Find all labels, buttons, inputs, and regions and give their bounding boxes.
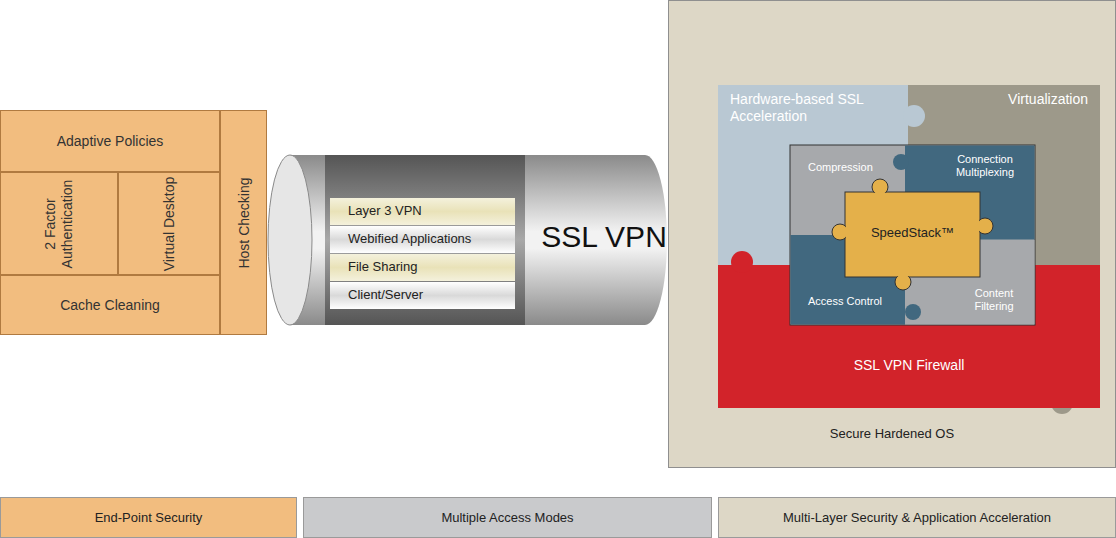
node-label: Layer 3 VPN <box>348 203 513 219</box>
node-label: Connection Multiplexing <box>935 153 1035 179</box>
puzzle-knob <box>977 218 993 234</box>
node-label: Hardware-based SSL Acceleration <box>730 91 880 125</box>
puzzle-knob <box>832 224 848 240</box>
os-panel <box>669 1 1116 468</box>
auth-box: 2 Factor Authentication <box>0 172 118 275</box>
node-label: Compression <box>808 161 898 174</box>
legend-label: End-Point Security <box>95 510 203 525</box>
node-label: SSL VPN <box>540 219 668 255</box>
filtering-piece: Content Filtering <box>905 235 1035 325</box>
node-label: Access Control <box>808 295 898 308</box>
node-label: Cache Cleaning <box>1 297 219 314</box>
access-mode-band: Client/Server <box>330 282 515 309</box>
node-label: SSL VPN Firewall <box>718 357 1100 374</box>
vpn-tunnel: SSL VPN Layer 3 VPN Webified ApplicationsF… <box>268 155 668 325</box>
node-label: File Sharing <box>348 259 513 275</box>
inner-panel <box>790 145 1035 325</box>
firewall-piece <box>718 265 1100 408</box>
puzzle-knob <box>895 274 911 290</box>
host-check-box: Host Checking <box>220 110 267 335</box>
firewall-piece: SSL VPN Firewall <box>718 265 1100 408</box>
node-label: SpeedStack™ <box>845 225 980 241</box>
cache-box: Cache Cleaning <box>0 275 220 335</box>
node-label: Adaptive Policies <box>1 133 219 150</box>
node-label: Host Checking <box>235 114 252 331</box>
access-control-piece: Access Control <box>790 235 905 325</box>
access-mode-band: Webified Applications <box>330 226 515 253</box>
legend-swatch: Multiple Access Modes <box>303 497 712 538</box>
os-panel: Secure Hardened OS Hardware-based SSL Acc… <box>668 0 1116 468</box>
tunnel-inner-band <box>325 155 525 325</box>
node-label: Virtualization <box>968 91 1088 108</box>
puzzle-knob <box>893 154 909 170</box>
legend-swatch: Multi-Layer Security & Application Accel… <box>718 497 1116 538</box>
tunnel-body <box>290 155 667 325</box>
speedstack-fill <box>846 193 979 276</box>
compression-piece: Compression <box>790 145 905 235</box>
legend-label: Multiple Access Modes <box>441 510 573 525</box>
access-mode-band: File Sharing <box>330 254 515 281</box>
puzzle-knob <box>872 179 888 195</box>
speedstack-piece <box>845 192 980 277</box>
tunnel-end <box>268 155 312 325</box>
puzzle-knob <box>905 304 921 320</box>
access-mode-band: Layer 3 VPN <box>330 198 515 225</box>
policy-box: Adaptive Policies <box>0 110 220 172</box>
node-label: Client/Server <box>348 287 513 303</box>
node-label: 2 Factor Authentication <box>42 176 76 271</box>
legend-label: Multi-Layer Security & Application Accel… <box>783 510 1051 525</box>
speedstack-piece: SpeedStack™ <box>845 192 980 277</box>
node-label: Webified Applications <box>348 231 513 247</box>
desktop-box: Virtual Desktop <box>118 172 220 275</box>
puzzle-knob <box>731 251 753 273</box>
legend-swatch: End-Point Security <box>0 497 297 538</box>
node-label: Content Filtering <box>957 287 1031 313</box>
node-label: Virtual Desktop <box>161 176 178 271</box>
node-label: Secure Hardened OS <box>668 426 1116 442</box>
puzzle-knob <box>903 105 925 127</box>
